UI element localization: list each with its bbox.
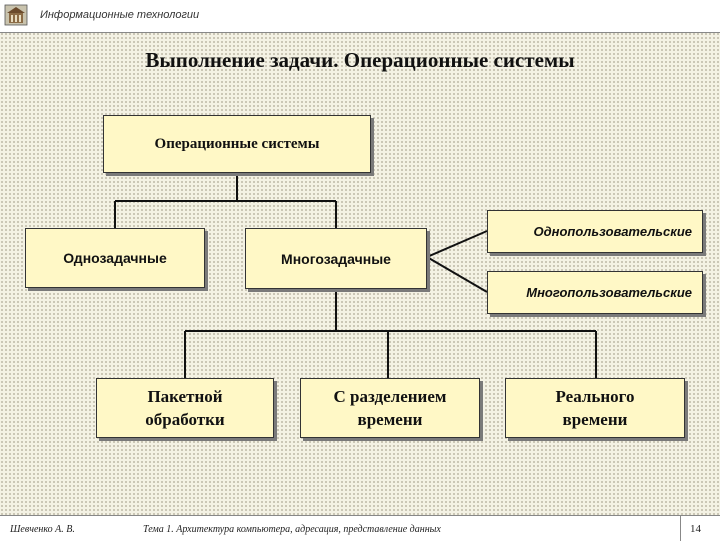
batch-line-1: Пакетной — [147, 387, 223, 406]
slide-footer: Шевченко А. В. Тема 1. Архитектура компь… — [0, 515, 720, 541]
single-user-label: Однопользовательские — [533, 224, 692, 239]
author-label: Шевченко А. В. — [10, 524, 75, 535]
time-sharing-box: С разделением времени — [300, 378, 480, 438]
page-number: 14 — [690, 523, 701, 535]
single-task-box: Однозадачные — [25, 228, 205, 288]
real-time-line-1: Реального — [555, 387, 635, 406]
multi-user-label: Многопользовательские — [526, 285, 692, 300]
slide-title: Выполнение задачи. Операционные системы — [145, 48, 575, 72]
real-time-box: Реального времени — [505, 378, 685, 438]
time-sharing-line-1: С разделением — [333, 387, 447, 406]
time-sharing-line-2: времени — [357, 410, 423, 429]
single-task-label: Однозадачные — [63, 250, 167, 266]
building-logo-icon — [4, 4, 28, 26]
real-time-line-2: времени — [562, 410, 628, 429]
single-user-connector — [426, 230, 488, 258]
root-label: Операционные системы — [154, 135, 320, 152]
batch-line-2: обработки — [145, 410, 225, 429]
single-user-box: Однопользовательские — [487, 210, 703, 253]
multi-task-box: Многозадачные — [245, 228, 427, 289]
multi-user-connector — [426, 256, 488, 293]
multi-task-label: Многозадачные — [281, 250, 391, 267]
slide-header: Информационные технологии — [0, 0, 720, 33]
root-box: Операционные системы — [103, 115, 371, 173]
course-title: Информационные технологии — [40, 9, 200, 21]
batch-box: Пакетной обработки — [96, 378, 274, 438]
topic-label: Тема 1. Архитектура компьютера, адресаци… — [143, 524, 441, 535]
footer-divider — [680, 516, 681, 541]
multi-user-box: Многопользовательские — [487, 271, 703, 314]
